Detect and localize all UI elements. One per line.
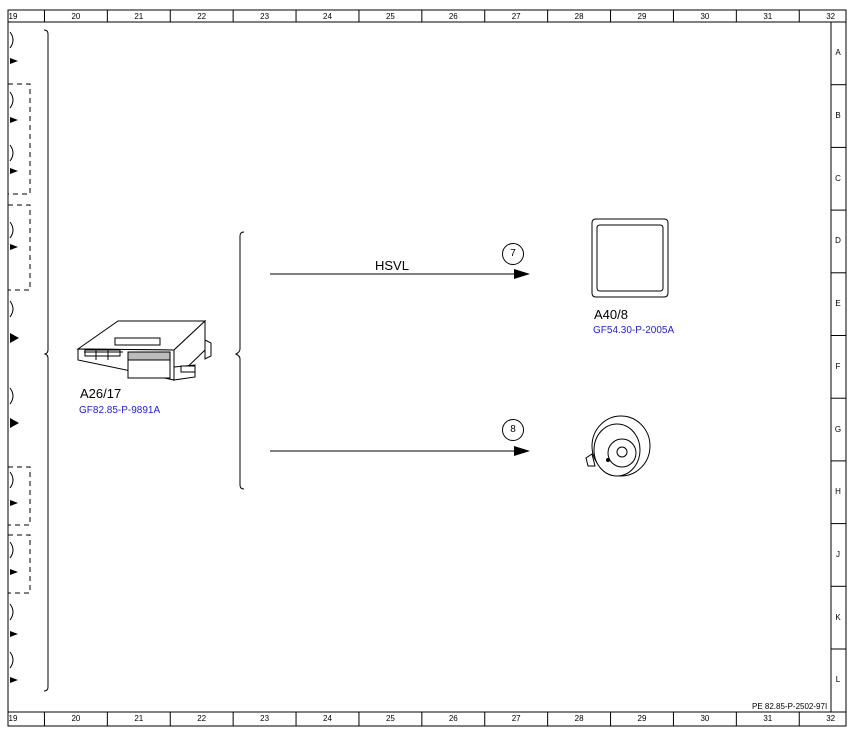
signal-group-brace (234, 231, 245, 490)
row-label: J (836, 549, 840, 559)
column-label: 30 (700, 714, 710, 723)
column-label: 23 (260, 12, 270, 21)
column-label: 19 (8, 12, 18, 21)
display-a40-8-drawing (591, 218, 669, 298)
sheet-frame (7, 9, 847, 727)
left-brace (43, 29, 49, 692)
row-label: E (835, 299, 841, 309)
component-a26-17-reference-link[interactable]: GF82.85-P-9891A (79, 405, 161, 416)
column-label: 31 (763, 714, 773, 723)
column-label: 28 (574, 12, 584, 21)
row-label: K (835, 612, 841, 622)
column-label: 20 (71, 714, 81, 723)
column-label: 30 (700, 12, 710, 21)
column-label: 32 (826, 12, 836, 21)
signal-arrow-8 (514, 446, 530, 456)
row-label: A (835, 48, 841, 58)
column-label: 23 (260, 714, 270, 723)
row-ticks (831, 84, 846, 650)
row-label: D (835, 236, 841, 246)
row-label: B (835, 111, 841, 121)
column-label: 26 (448, 12, 458, 21)
component-a40-8-name: A40/8 (594, 307, 628, 322)
column-label: 22 (197, 12, 207, 21)
left-edge-connector-marks (8, 31, 31, 669)
document-reference: PE 82.85-P-2502-97I (752, 702, 828, 711)
column-label: 27 (511, 12, 521, 21)
row-label: H (835, 487, 841, 497)
callout-7: 7 (502, 243, 524, 265)
row-label: F (835, 361, 841, 371)
row-label: L (835, 675, 841, 685)
control-unit-a26-17-drawing (76, 319, 212, 382)
row-label: G (834, 424, 842, 434)
column-label: 28 (574, 714, 584, 723)
component-a26-17-name: A26/17 (80, 386, 122, 401)
column-label: 32 (826, 714, 836, 723)
column-label: 25 (385, 714, 395, 723)
column-label: 27 (511, 714, 521, 723)
column-label: 29 (637, 714, 647, 723)
column-label: 21 (134, 714, 144, 723)
column-label: 25 (385, 12, 395, 21)
component-a40-8-reference-link[interactable]: GF54.30-P-2005A (593, 325, 675, 336)
column-label: 22 (197, 714, 207, 723)
row-label: C (835, 173, 841, 183)
column-label: 19 (8, 714, 18, 723)
column-label: 20 (71, 12, 81, 21)
column-label: 29 (637, 12, 647, 21)
speaker-drawing (585, 415, 651, 477)
column-label: 24 (323, 714, 332, 723)
signal-arrow-hsvl (514, 269, 530, 279)
column-label: 26 (448, 714, 458, 723)
column-label: 21 (134, 12, 144, 21)
column-label: 31 (763, 12, 773, 21)
column-ticks (43, 10, 800, 726)
callout-8: 8 (502, 419, 524, 441)
signal-label-hsvl: HSVL (375, 258, 409, 273)
left-edge-arrows (10, 58, 19, 683)
column-label: 24 (323, 12, 332, 21)
